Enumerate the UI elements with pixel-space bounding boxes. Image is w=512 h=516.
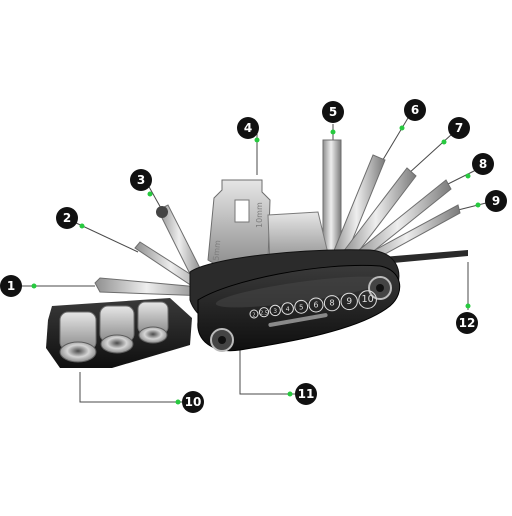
leader-line-2 [73,221,139,253]
hex-size-marking: 8 [323,295,341,312]
numbered-callout-marker-5: 5 [322,101,344,123]
numbered-callout-marker-6: 6 [404,99,426,121]
hex-size-marking: 4 [281,302,294,315]
hex-size-text: 5 [299,302,303,311]
hex-size-text: 9 [346,297,352,307]
wrench-10mm-label: 10mm [255,202,264,228]
numbered-callout-marker-1: 1 [0,275,22,297]
hex-size-marking: 5 [294,299,309,314]
hex-size-text: 2.5 [260,311,268,317]
small-screwdriver-tip [156,206,168,218]
leader-line-10 [79,372,185,403]
hex-size-marking: 6 [308,297,324,313]
leader-line-11 [239,348,298,395]
body-sheen [215,276,385,308]
hex-size-text: 6 [314,301,319,310]
socket-holder [46,298,192,368]
green-dot-pointer-7 [441,139,447,145]
green-dot-pointer-6 [399,125,405,131]
hex-size-marking: 10 [358,290,377,309]
leader-line-8 [447,169,477,185]
leader-dots [31,125,481,405]
green-dot-pointer-12 [465,303,471,309]
numbered-callout-marker-11: 11 [295,383,317,405]
green-dot-pointer-10 [175,399,181,405]
leader-line-9 [457,202,487,211]
hex-size-marking: 3 [269,304,281,317]
hex-size-marking: 9 [340,292,358,311]
hex-size-text: 10 [361,294,373,305]
pivot-bolt-left [210,328,234,352]
numbered-callout-marker-9: 9 [485,190,507,212]
socket-3 [137,301,169,344]
green-dot-pointer-1 [31,283,37,289]
hex-size-text: 4 [286,305,290,313]
numbered-callout-marker-12: 12 [456,312,478,334]
wrench-slot [234,199,250,223]
tool-blades: 15mm 10mm [94,139,468,299]
numbered-callout-marker-3: 3 [130,169,152,191]
numbered-callout-marker-4: 4 [237,117,259,139]
green-dot-pointer-9 [475,202,481,208]
green-dot-pointer-4 [254,137,260,143]
socket-1 [59,311,97,363]
green-dot-pointer-8 [465,173,471,179]
multitool-body: 2 2.5 3 4 5 6 8 9 10 [189,249,401,352]
leader-line-3 [147,184,163,211]
green-dot-pointer-5 [330,129,336,135]
hex-size-text: 3 [273,309,277,315]
green-dot-pointer-11 [287,391,293,397]
numbered-callout-marker-2: 2 [56,207,78,229]
numbered-callout-marker-8: 8 [472,153,494,175]
green-dot-pointer-2 [79,223,85,229]
hex-size-markings: 2 2.5 3 4 5 6 8 9 10 [249,290,377,319]
hex-size-text: 2 [252,313,255,319]
socket-2 [99,305,135,354]
hex-size-marking: 2 [249,309,259,319]
wrench-15mm-label: 15mm [211,240,222,267]
body-groove [268,313,328,327]
numbered-callout-marker-10: 10 [182,391,204,413]
numbered-callout-marker-7: 7 [448,117,470,139]
hex-size-text: 8 [329,298,334,308]
green-dot-pointer-3 [147,191,153,197]
hex-size-marking: 2.5 [258,307,270,318]
